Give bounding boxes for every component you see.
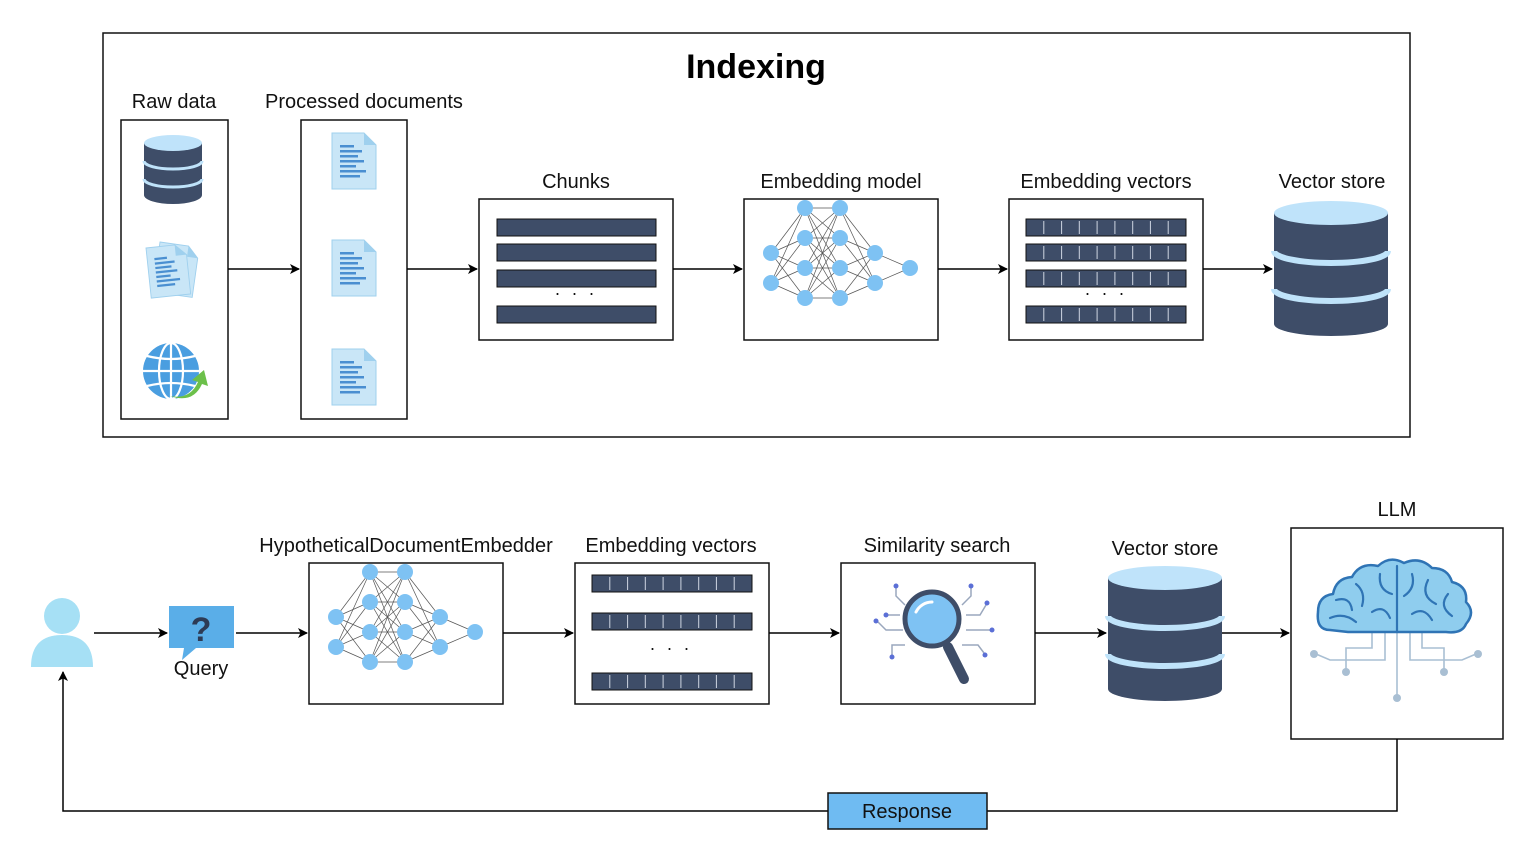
vector-bar	[1025, 218, 1187, 237]
user-icon	[31, 598, 93, 667]
similarity-search-label: Similarity search	[864, 535, 1011, 557]
vector-bar	[591, 612, 753, 631]
indexing-title: Indexing	[686, 48, 826, 86]
globe-icon	[143, 341, 208, 401]
processed-documents-label: Processed documents	[265, 91, 463, 113]
response-box	[827, 792, 988, 830]
documents-icon	[145, 241, 200, 299]
retrieval-arrows	[58, 628, 1398, 812]
vector-bar	[1025, 243, 1187, 262]
chunk-bars	[496, 218, 657, 324]
embedding-vectors-label: Embedding vectors	[1020, 171, 1191, 193]
svg-text:?: ?	[191, 611, 212, 649]
vector-bar	[1025, 305, 1187, 324]
embedding-vectors-ellipsis: · · ·	[1085, 283, 1128, 303]
retrieval-vectors-ellipsis: · · ·	[650, 638, 693, 658]
chunks-label: Chunks	[542, 171, 610, 193]
vector-bar	[591, 574, 753, 593]
raw-data-label: Raw data	[132, 91, 217, 113]
brain-icon	[1310, 558, 1482, 702]
database-icon	[142, 135, 204, 204]
vector-bar	[591, 672, 753, 691]
query-label: Query	[174, 658, 228, 680]
chunks-ellipsis: · · ·	[555, 283, 598, 303]
hyde-label: HypotheticalDocumentEmbedder	[259, 535, 553, 557]
retrieval-vector-store-label: Vector store	[1112, 538, 1219, 560]
question-bubble-icon: ?	[169, 606, 234, 660]
indexing-frame	[102, 32, 1411, 438]
llm-label: LLM	[1378, 499, 1417, 521]
response-label: Response	[862, 801, 952, 823]
retrieval-embedding-vectors-label: Embedding vectors	[585, 535, 756, 557]
embedding-model-label: Embedding model	[760, 171, 921, 193]
vector-store-icon	[1108, 566, 1222, 701]
vector-store-label: Vector store	[1279, 171, 1386, 193]
document-icon	[331, 348, 377, 406]
document-icon	[331, 239, 377, 297]
magnifier-icon	[873, 583, 995, 684]
vector-store-icon	[1274, 201, 1388, 336]
document-icon	[331, 132, 377, 190]
